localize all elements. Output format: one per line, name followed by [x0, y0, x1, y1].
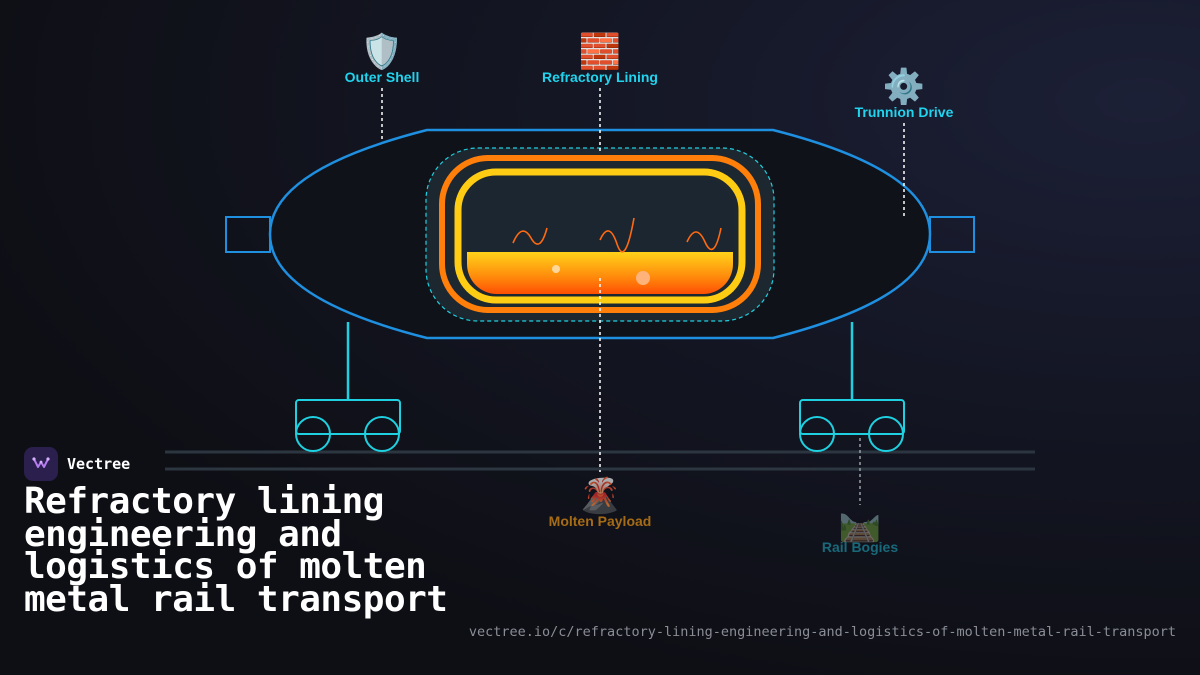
label-molten-payload: 🌋 Molten Payload: [549, 476, 652, 529]
left-coupler: [225, 216, 271, 253]
label-refractory-lining: 🧱 Refractory Lining: [542, 32, 658, 85]
label-trunnion-drive: ⚙️ Trunnion Drive: [855, 67, 954, 120]
label-outer-shell: 🛡️ Outer Shell: [345, 32, 420, 85]
right-bogie: [799, 399, 905, 452]
heat-wave: [512, 227, 548, 245]
gear-icon: ⚙️: [883, 67, 925, 107]
svg-text:Trunnion Drive: Trunnion Drive: [855, 104, 954, 120]
volcano-icon: 🌋: [579, 476, 621, 516]
bubble: [552, 265, 560, 273]
shield-icon: 🛡️: [361, 32, 403, 72]
label-rail-bogies: 🛤️ Rail Bogies: [822, 504, 898, 555]
heat-wave: [599, 217, 635, 253]
brand[interactable]: Vectree: [24, 447, 130, 481]
brand-name: Vectree: [67, 455, 131, 473]
vectree-logo-icon: [24, 447, 58, 481]
bubble: [636, 271, 650, 285]
page-url[interactable]: vectree.io/c/refractory-lining-engineeri…: [468, 624, 1176, 640]
svg-text:Refractory Lining: Refractory Lining: [542, 69, 658, 85]
railway-track-icon: 🛤️: [839, 504, 881, 544]
svg-text:Molten Payload: Molten Payload: [549, 513, 652, 529]
svg-text:Rail Bogies: Rail Bogies: [822, 539, 898, 555]
svg-text:Outer Shell: Outer Shell: [345, 69, 420, 85]
heat-wave: [686, 227, 722, 251]
brick-icon: 🧱: [579, 32, 621, 72]
leader-lines: [381, 88, 905, 472]
page-title: Refractory lining engineering and logist…: [24, 481, 448, 620]
refractory-inner-layer: [454, 168, 746, 304]
right-coupler: [929, 216, 975, 253]
left-bogie: [295, 399, 401, 452]
